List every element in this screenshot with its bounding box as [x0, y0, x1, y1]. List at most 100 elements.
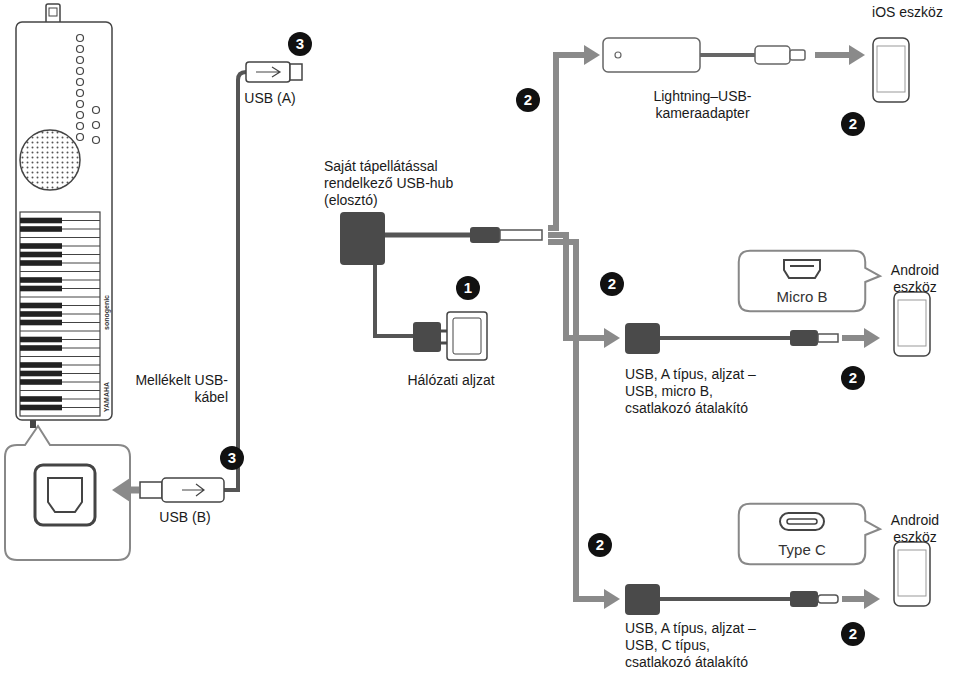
keytar: [16, 4, 112, 428]
typec-adapter-part: [625, 584, 660, 615]
brand-logo: sonogenic: [103, 295, 111, 330]
phone: [894, 292, 930, 356]
keytar-keys-part: [20, 271, 100, 272]
device-box: Android eszköz: [880, 512, 953, 612]
usb-cable-part: [224, 72, 246, 490]
keytar-keys-part: [20, 405, 62, 411]
keytar-buttons-part: [77, 68, 84, 75]
usb-hub-part: [340, 212, 385, 265]
keytar-keys-part: [20, 396, 62, 402]
usb-cable-part: [140, 482, 162, 498]
usb-cable-part: [182, 484, 204, 496]
power-plug-part: [453, 318, 481, 354]
phone-part: [894, 292, 930, 356]
port-bubble: Type C: [738, 503, 869, 565]
typec-adapter-part: [818, 595, 838, 603]
keytar-keys-part: [20, 226, 62, 232]
usb-hub-part: [470, 227, 500, 243]
node-label: Lightning–USB-kameraadapter: [645, 88, 760, 122]
usb-cable-part: [130, 487, 139, 494]
usb-cable-part: [290, 64, 302, 80]
keytar-part: [16, 22, 112, 420]
keytar-part: [20, 212, 100, 416]
phone-part: [898, 300, 926, 346]
keytar-keys-part: [20, 356, 100, 357]
port-callout-part: [35, 465, 95, 525]
callout-number: 1: [456, 276, 480, 300]
node-label: Hálózati aljzat: [405, 372, 497, 389]
node-label: Android eszköz: [880, 512, 950, 546]
keytar-buttons-part: [77, 112, 84, 119]
usb-hub-part: [385, 233, 470, 238]
callout-number: 3: [220, 446, 244, 470]
usb-hub-part: [500, 230, 542, 240]
keytar-keys-part: [20, 345, 62, 351]
keytar-keys-part: [20, 243, 62, 249]
connection-arrow: [842, 596, 864, 602]
keytar-keys-part: [20, 218, 62, 224]
callout-number: 2: [516, 88, 540, 112]
lightning-adapter-part: [755, 46, 790, 64]
callout-number: 2: [600, 272, 624, 296]
lightning-adapter-part: [615, 52, 621, 58]
callout-number: 3: [288, 32, 312, 56]
port-callout: [5, 426, 130, 560]
lightning-adapter-part: [790, 50, 805, 60]
connection-arrow: [548, 55, 584, 228]
adapter-box: Lightning–USB-kameraadapter: [600, 30, 815, 135]
microb-adapter-part: [790, 330, 818, 346]
keytar-part: [49, 8, 57, 16]
callout-number: 2: [841, 366, 865, 390]
phone-part: [877, 46, 905, 92]
keytar-keys-part: [20, 260, 62, 266]
callout-number: 2: [588, 533, 612, 557]
node-label: iOS eszköz: [865, 4, 950, 21]
node-label: Saját tápellátással rendelkező USB-hub (…: [324, 158, 474, 209]
microb-adapter-part: [818, 334, 838, 342]
callout-number: 2: [841, 112, 865, 136]
keytar-part: [20, 130, 80, 190]
keytar-part: [30, 420, 36, 428]
port-name: Micro B: [738, 288, 866, 305]
keytar-keys-part: [20, 252, 62, 258]
usb-cable-part: [246, 62, 290, 82]
microb-adapter: [625, 323, 838, 354]
cable-label: Mellékelt USB-kábel: [118, 372, 228, 406]
usb-cable-part: [162, 478, 224, 502]
outlet-box: Hálózati aljzat: [405, 300, 500, 412]
power-plug-part: [413, 322, 441, 352]
keytar-buttons-part: [93, 137, 100, 144]
phone: [873, 38, 909, 102]
keytar-buttons-part: [93, 107, 100, 114]
microb-adapter-part: [625, 323, 660, 354]
connector-label: USB (B): [150, 509, 220, 526]
phone: [894, 542, 930, 606]
keytar-keys-part: [20, 237, 100, 238]
keytar-keys-part: [20, 379, 62, 385]
keytar-keys-part: [20, 390, 100, 391]
keytar-keys: [20, 218, 100, 411]
connection-arrow: [815, 52, 849, 58]
usb-cable: [112, 62, 302, 502]
keytar-buttons-part: [77, 57, 84, 64]
brand-logo: YAMAHA: [103, 382, 111, 412]
node-label: USB, A típus, aljzat – USB, micro B, csa…: [625, 366, 777, 417]
phone-part: [894, 542, 930, 606]
adapter-box: USB, A típus, aljzat – USB, C típus, csa…: [620, 580, 842, 674]
bubble-outline-part: [780, 513, 824, 530]
keytar-keys-part: [20, 362, 62, 368]
connection-arrow: [842, 335, 864, 341]
keytar-buttons-part: [77, 79, 84, 86]
phone-part: [873, 38, 909, 102]
hub-label-box: Saját tápellátással rendelkező USB-hub (…: [318, 158, 548, 270]
keytar-buttons-part: [77, 90, 84, 97]
phone-part: [898, 550, 926, 596]
keytar-keys-part: [20, 311, 62, 317]
bubble-outline-part: [739, 504, 880, 565]
power-plug: [403, 312, 487, 360]
node-label: Android eszköz: [880, 262, 950, 296]
